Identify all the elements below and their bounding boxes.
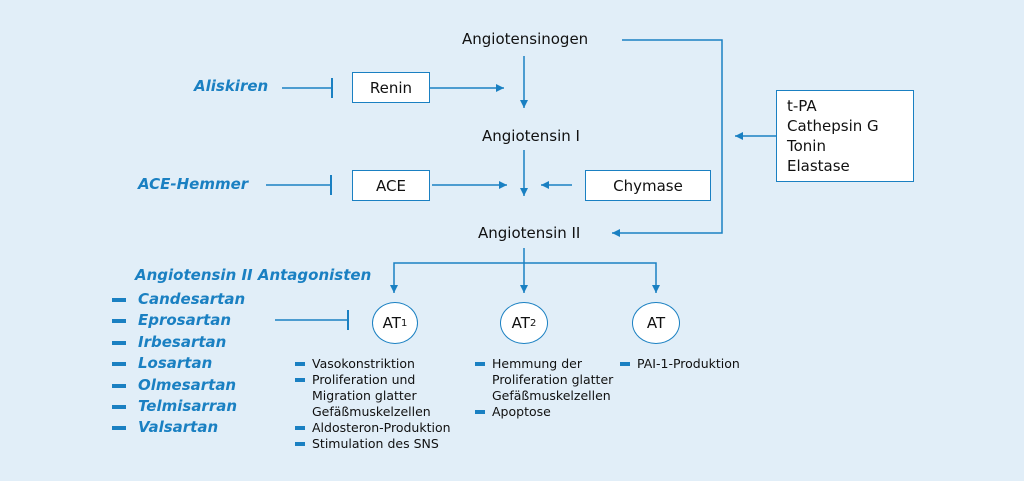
enzyme-chymase: Chymase (585, 170, 711, 201)
receptor-at: AT (632, 302, 680, 344)
antagonist-telmisarran: Telmisarran (112, 397, 245, 418)
node-angiotensin-1: Angiotensin I (482, 127, 580, 145)
effect-item: Hemmung der Proliferation glatter Gefäßm… (475, 356, 625, 404)
branch-to-at (524, 262, 660, 293)
effects-at1: Vasokonstriktion Proliferation und Migra… (295, 356, 470, 452)
enzyme-renin: Renin (352, 72, 430, 103)
drug-ace-hemmer: ACE-Hemmer (138, 175, 249, 193)
receptor-at2-sub: 2 (529, 317, 537, 329)
drug-aliskiren: Aliskiren (194, 77, 269, 95)
receptor-at1-sub: 1 (400, 317, 408, 329)
node-angiotensinogen: Angiotensinogen (462, 30, 589, 48)
effect-item: Aldosteron-Produktion (295, 420, 470, 436)
alt-enzyme-item: Elastase (787, 157, 850, 175)
enzyme-ace: ACE (352, 170, 430, 201)
node-angiotensin-2: Angiotensin II (478, 224, 581, 242)
antagonist-losartan: Losartan (112, 354, 245, 375)
effect-item: Stimulation des SNS (295, 436, 470, 452)
alt-enzyme-item: Cathepsin G (787, 117, 879, 135)
branch-to-at1 (390, 262, 524, 293)
effect-item: Vasokonstriktion (295, 356, 470, 372)
antagonist-valsartan: Valsartan (112, 418, 245, 439)
antagonist-candesartan: Candesartan (112, 290, 245, 311)
antagonist-eprosartan: Eprosartan (112, 311, 245, 332)
effects-at2: Hemmung der Proliferation glatter Gefäßm… (475, 356, 625, 420)
receptor-at2-label: AT (511, 314, 530, 332)
receptor-at-label: AT (646, 314, 666, 332)
antagonists-title: Angiotensin II Antagonisten (135, 266, 372, 284)
effect-item: Proliferation und Migration glatter Gefä… (295, 372, 470, 420)
antagonists-list: Candesartan Eprosartan Irbesartan Losart… (112, 290, 245, 440)
alt-enzyme-item: t-PA (787, 97, 817, 115)
alt-enzyme-item: Tonin (787, 137, 826, 155)
effect-item: PAI-1-Produktion (620, 356, 770, 372)
receptor-at1-label: AT (382, 314, 401, 332)
arrow-alt-pathway (612, 39, 723, 237)
alt-enzymes-box: t-PA Cathepsin G Tonin Elastase (776, 90, 914, 182)
effects-at: PAI-1-Produktion (620, 356, 770, 372)
antagonist-olmesartan: Olmesartan (112, 376, 245, 397)
antagonist-irbesartan: Irbesartan (112, 333, 245, 354)
effect-item: Apoptose (475, 404, 625, 420)
